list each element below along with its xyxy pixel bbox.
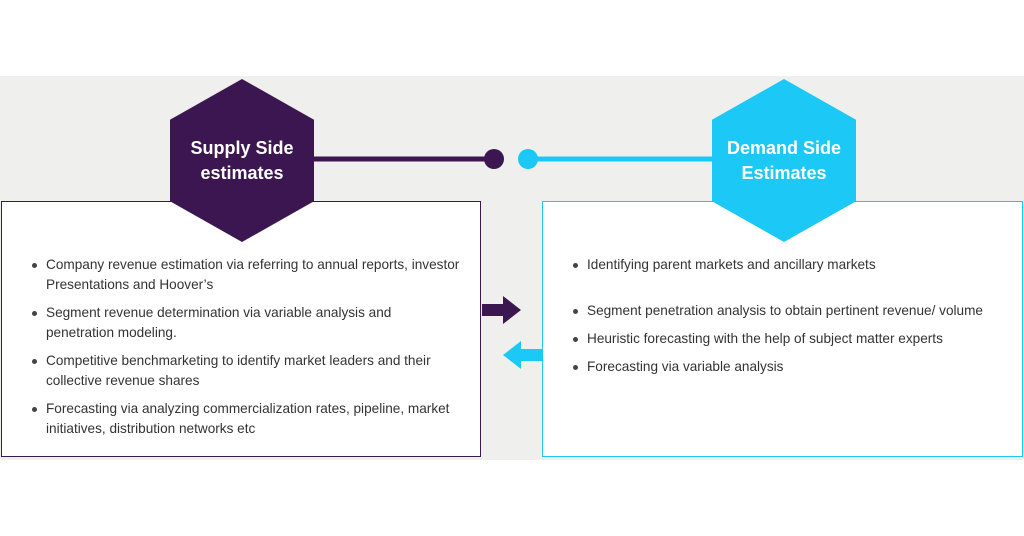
list-item: Forecasting via analyzing commercializat…	[30, 399, 460, 439]
bullet-icon	[573, 365, 578, 370]
list-item: Competitive benchmarketing to identify m…	[30, 351, 460, 391]
right-arrow-icon	[482, 296, 521, 324]
demand-side-hexagon: Demand Side Estimates	[712, 79, 856, 242]
bullet-icon	[32, 407, 37, 412]
demand-side-title: Demand Side Estimates	[726, 137, 842, 183]
list-item: Identifying parent markets and ancillary…	[571, 255, 1001, 275]
list-item: Segment penetration analysis to obtain p…	[571, 301, 1001, 321]
bullet-icon	[573, 263, 578, 268]
supply-side-list: Company revenue estimation via referring…	[30, 255, 460, 447]
supply-side-hexagon: Supply Side estimates	[170, 79, 314, 242]
demand-side-list: Identifying parent markets and ancillary…	[571, 255, 1001, 377]
supply-side-box: Company revenue estimation via referring…	[1, 201, 481, 457]
supply-connector-dot	[484, 149, 504, 169]
list-item: Segment revenue determination via variab…	[30, 303, 460, 343]
demand-hexagon-shape	[712, 79, 856, 242]
list-item: Company revenue estimation via referring…	[30, 255, 460, 295]
left-arrow-icon	[503, 341, 542, 369]
supply-side-title: Supply Side estimates	[190, 137, 294, 183]
supply-hexagon-shape	[170, 79, 314, 242]
bullet-icon	[573, 309, 578, 314]
demand-side-box: Identifying parent markets and ancillary…	[542, 201, 1023, 457]
bullet-icon	[573, 337, 578, 342]
list-item: Heuristic forecasting with the help of s…	[571, 329, 1001, 349]
demand-connector-dot	[518, 149, 538, 169]
list-item: Forecasting via variable analysis	[571, 357, 1001, 377]
bullet-icon	[32, 311, 37, 316]
bullet-icon	[32, 359, 37, 364]
bullet-icon	[32, 263, 37, 268]
